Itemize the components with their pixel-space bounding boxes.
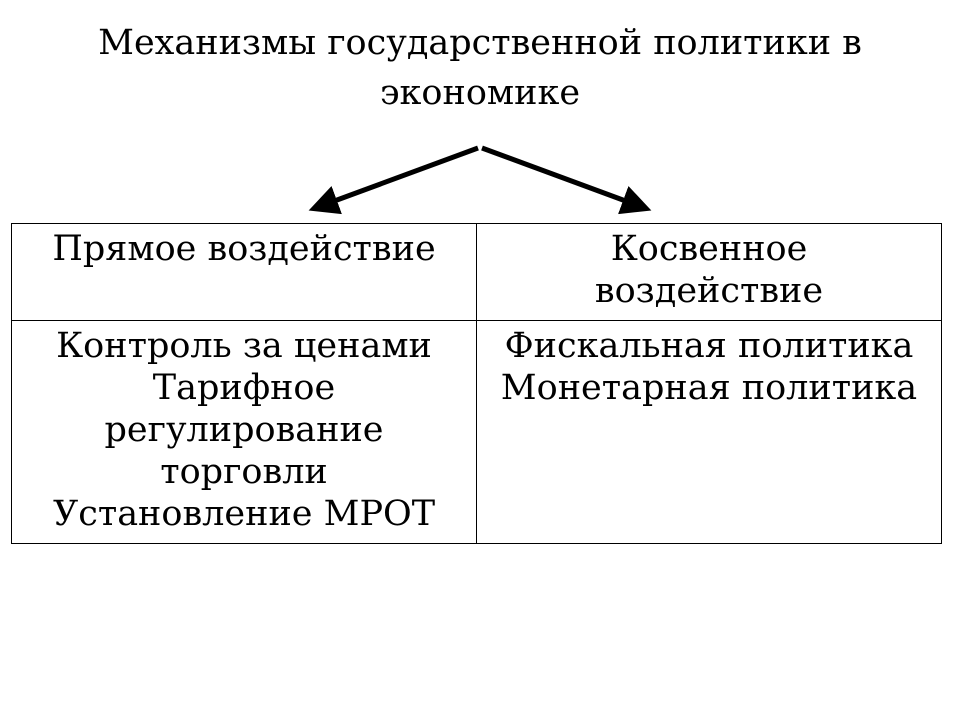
list-item: Контроль за ценами (56, 326, 432, 366)
title-line-1: Механизмы государственной политики в (98, 23, 862, 63)
title-line-2: экономике (379, 73, 581, 113)
list-item: регулирование (104, 410, 384, 450)
list-item: Монетарная политика (500, 368, 918, 408)
list-item: Фискальная политика (504, 326, 914, 366)
diagram-title: Механизмы государственной политики в эко… (40, 18, 920, 118)
cell-direct-tools: Контроль за ценами Тарифное регулировани… (11, 320, 477, 544)
mechanisms-table: Прямое воздействие Косвенное воздействие… (11, 223, 942, 544)
cell-indirect-tools: Фискальная политика Монетарная политика (476, 320, 942, 544)
branch-arrows (308, 145, 652, 215)
header-indirect: Косвенное воздействие (476, 223, 942, 321)
arrow-left (308, 145, 479, 215)
header-direct-text: Прямое воздействие (52, 229, 436, 269)
list-item: Тарифное (152, 368, 336, 408)
header-row: Прямое воздействие Косвенное воздействие (11, 223, 942, 321)
content-row: Контроль за ценами Тарифное регулировани… (11, 320, 942, 544)
list-item: торговли (160, 452, 328, 492)
header-indirect-line-2: воздействие (594, 271, 824, 311)
arrow-right (481, 145, 652, 215)
header-indirect-line-1: Косвенное (610, 229, 808, 269)
list-item: Установление МРОТ (52, 494, 436, 534)
header-direct: Прямое воздействие (11, 223, 477, 321)
